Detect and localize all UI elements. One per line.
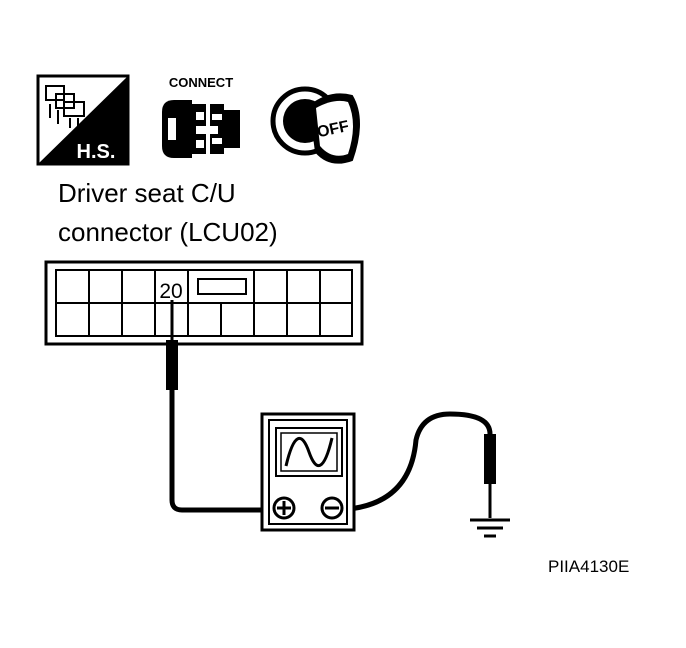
off-label: OFF bbox=[316, 118, 351, 141]
figure-code: PIIA4130E bbox=[548, 557, 629, 576]
connector-title-line1: Driver seat C/U bbox=[58, 178, 236, 208]
harness-hs-icon: H.S. bbox=[36, 74, 130, 166]
ground-probe bbox=[484, 434, 496, 518]
connect-icon: CONNECT bbox=[162, 75, 240, 158]
connect-label: CONNECT bbox=[169, 75, 233, 90]
negative-lead-wire bbox=[331, 411, 493, 513]
ignition-off-icon: OFF bbox=[270, 86, 360, 164]
positive-lead-wire bbox=[169, 390, 282, 513]
ground-symbol-icon bbox=[470, 518, 510, 538]
waveform-icon bbox=[284, 436, 334, 468]
oscilloscope bbox=[260, 412, 356, 532]
hs-label: H.S. bbox=[77, 141, 116, 163]
connector-lcu02: 20 bbox=[44, 260, 364, 346]
terminal-20-label: 20 bbox=[159, 280, 182, 303]
connector-title-line2: connector (LCU02) bbox=[58, 217, 278, 247]
positive-probe bbox=[166, 300, 178, 390]
